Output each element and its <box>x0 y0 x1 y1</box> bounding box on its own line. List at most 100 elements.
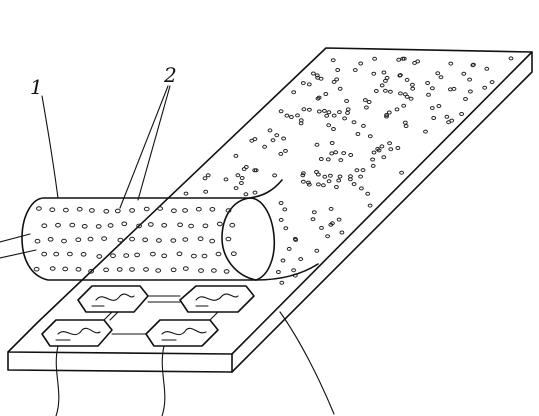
pore <box>225 236 232 242</box>
pore <box>170 238 177 243</box>
pore <box>34 238 41 244</box>
pore <box>322 174 328 179</box>
pore <box>400 56 406 61</box>
pore <box>101 236 107 241</box>
pore <box>337 110 342 115</box>
pore <box>241 167 247 172</box>
pore <box>362 98 368 103</box>
pore <box>252 137 258 142</box>
pore <box>195 206 202 212</box>
pore <box>330 221 335 226</box>
pore <box>359 186 364 191</box>
pore <box>426 92 431 97</box>
pore <box>103 209 110 214</box>
pore <box>367 203 373 208</box>
pore <box>402 120 408 125</box>
pore <box>355 132 361 136</box>
pore <box>298 118 304 123</box>
pore <box>134 252 141 258</box>
electrode-array <box>41 285 255 347</box>
pore <box>370 157 376 162</box>
pore <box>375 146 381 151</box>
pore <box>307 107 312 112</box>
pore <box>183 191 189 196</box>
pore <box>345 107 351 112</box>
pore <box>233 153 239 158</box>
pore <box>331 79 337 84</box>
pore <box>278 151 284 156</box>
base-slab <box>7 47 533 373</box>
pore <box>239 176 245 180</box>
pore <box>197 236 204 241</box>
pore <box>252 168 258 173</box>
pore <box>404 77 410 82</box>
pore <box>157 206 164 211</box>
pore <box>379 144 385 149</box>
pore <box>337 174 343 179</box>
pore <box>129 208 136 213</box>
pore <box>300 81 306 86</box>
pore <box>291 90 297 95</box>
pore <box>114 208 121 214</box>
pore <box>366 100 372 104</box>
pore <box>371 150 377 155</box>
pore <box>143 267 149 272</box>
pore <box>348 174 353 179</box>
pore <box>155 268 162 273</box>
pore <box>243 192 249 197</box>
pore <box>314 170 319 174</box>
pore <box>80 252 87 257</box>
pore <box>215 251 222 257</box>
pore <box>321 183 326 188</box>
pore <box>401 103 407 108</box>
pore <box>444 114 450 119</box>
pore <box>223 269 230 274</box>
pore <box>81 224 88 229</box>
pore <box>123 253 130 258</box>
pore <box>89 208 95 213</box>
pore <box>334 185 339 189</box>
pore <box>326 179 332 184</box>
pore <box>170 267 177 273</box>
lead-wires <box>55 345 166 416</box>
pore <box>311 71 316 76</box>
pore <box>319 225 324 230</box>
pore <box>396 57 402 62</box>
pore <box>116 267 123 272</box>
pore <box>176 251 183 257</box>
pore <box>88 269 94 274</box>
pore <box>387 141 393 146</box>
pore <box>364 105 369 110</box>
pore <box>326 123 332 128</box>
pore <box>325 157 331 162</box>
pore <box>336 217 342 222</box>
pore <box>383 78 388 83</box>
pore <box>337 86 343 91</box>
pore <box>373 89 379 93</box>
pore <box>103 267 109 273</box>
pore <box>412 60 418 65</box>
pore <box>33 266 40 272</box>
pore <box>404 94 410 99</box>
pore <box>423 129 428 134</box>
pore <box>300 173 306 178</box>
pore <box>449 118 455 123</box>
pore <box>331 127 336 131</box>
pore <box>339 230 345 235</box>
pore <box>95 224 102 229</box>
pore <box>410 82 415 87</box>
pore <box>47 237 54 242</box>
pore <box>150 251 156 257</box>
pore <box>202 176 208 181</box>
pore <box>41 223 48 228</box>
pore <box>310 217 316 222</box>
pore <box>306 182 312 187</box>
pore <box>267 128 273 133</box>
pore <box>338 158 344 163</box>
pore <box>468 89 473 94</box>
pore <box>467 77 473 82</box>
pore <box>342 116 348 121</box>
pore <box>431 116 437 120</box>
pore <box>489 80 495 85</box>
pore <box>225 208 232 213</box>
